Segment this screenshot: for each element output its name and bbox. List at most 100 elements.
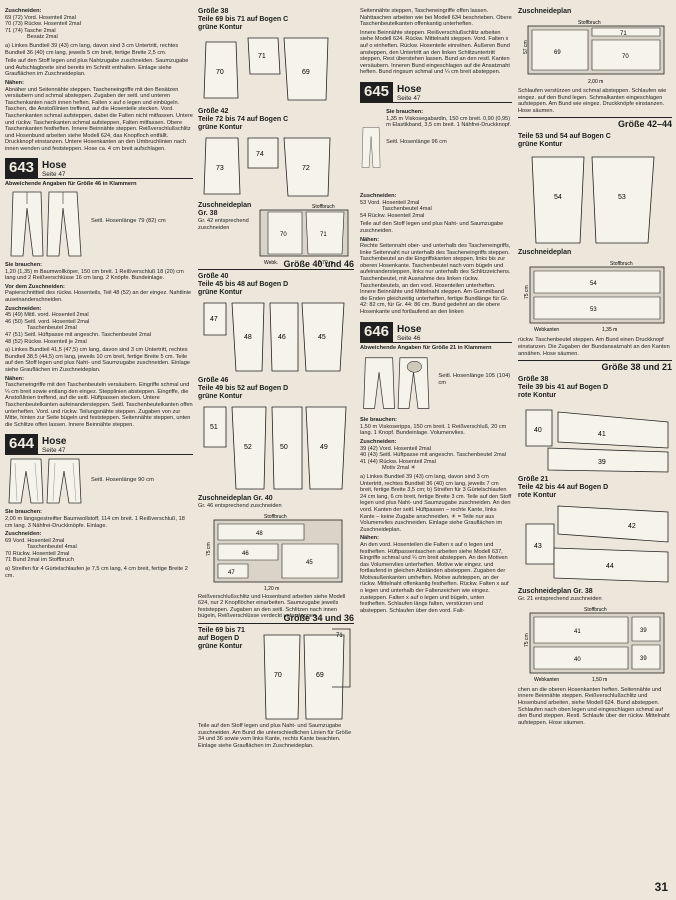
svg-text:53: 53 [590,307,597,313]
svg-text:46: 46 [242,551,249,557]
model-page: Seite 47 [42,447,66,455]
cut-line: 70 Rückw. Hosenteil 2mal [5,550,70,557]
pattern-pieces-40: 47 48 46 45 [203,302,345,372]
materials-text: 1,35 m Viskosegabardin, 150 cm breit. 0,… [386,115,512,129]
fold-label: Stoffbruch [264,514,287,520]
sie-brauchen-heading: Sie brauchen: [5,262,42,269]
svg-text:39: 39 [640,628,647,634]
fabric-width: 57 cm [523,40,529,54]
cutting-layout-diagram-645: Stoffbruch 54 53 75 cm Webkanten 1,35 m [524,261,665,333]
cutting-plan-note: Gr. 42 entsprechend zuschneiden [198,218,249,231]
cut-text: a) Linkes Bundteil 41,5 (47,5) cm lang, … [5,347,190,373]
svg-text:50: 50 [280,444,288,451]
fabric-width: 75 cm [206,542,212,556]
pattern-pieces-42: 73 74 72 [203,137,331,197]
fabric-width: 75 cm [524,286,530,300]
svg-text:45: 45 [306,560,313,566]
sie-brauchen-heading: Sie brauchen: [360,417,397,424]
trousers-sketch-icon [361,127,381,168]
svg-text:71: 71 [620,31,627,37]
pattern-pieces-34: Teile 69 bis 71 auf Bogen D grüne Kontur… [198,627,354,723]
fabric-length: 0,70 m [318,260,333,266]
model-number: 644 [5,434,39,455]
cut-line: 39 (42) Vord. Hosenteil 2mal [360,445,431,452]
pattern-pieces-38-646: 40 41 39 [525,409,669,473]
cut-line: Besatz 2mal [27,34,58,41]
sie-brauchen-heading: Sie brauchen: [386,108,424,115]
cut-line: 70 (73) Rückw. Hosenteil 2mal [5,21,81,28]
trouser-length: Seitl. Hosenlänge 90 cm [91,477,154,484]
fabric-length: 1,50 m [592,677,607,683]
svg-text:39: 39 [640,656,647,662]
cut-line: 53 Vord. Hosenteil 2mal [360,199,420,206]
cutting-plan-heading: Zuschneideplan Gr. 38 [198,202,252,217]
pattern-pieces-38: 70 71 69 [203,37,329,101]
model-646-sizes: Größe 38 und 21 [601,362,672,373]
trouser-length: Seitl. Hosenlänge 79 (82) cm [91,218,166,225]
cut-line: Taschenbeutel 2mal [27,325,77,332]
model-number: 646 [360,321,394,342]
cutting-plan-heading: Zuschneideplan Gr. 40 [198,495,273,502]
cut-line: 48 (52) Rückw. Hosenteil je 2mal [5,338,87,345]
svg-text:69: 69 [316,672,324,679]
sewing-text: Seitennähte steppen, Tascheneingriffe of… [360,8,512,28]
fold-label: Stoffbruch [610,261,633,267]
contour-heading: rote Kontur [518,392,557,400]
cutting-plan-heading: Zuschneideplan [518,8,572,15]
cutting-plan-note: Gr. 46 entsprechend zuschneiden [198,503,282,509]
sewing-text: rückw. Taschenbeutel steppen. Am Bund ei… [518,337,670,357]
column-1: Zuschneiden: 69 (72) Vord. Hosenteil 2ma… [5,8,193,581]
svg-text:45: 45 [318,334,326,341]
pieces-heading: Teile 39 bis 41 auf Bogen D [518,384,609,392]
cut-line: 47 (51) Seitl. Hüftpasse mit angeschn. T… [5,332,152,338]
zuschneiden-heading: Zuschneiden: [360,439,397,445]
trouser-length: Seitl. Hosenlänge 96 cm [386,138,447,145]
naehen-heading: Nähen: [360,535,379,542]
cut-list: 53 Vord. Hosenteil 2mal Taschenbeutel 4m… [360,200,512,220]
size-heading: Größe 38 [518,376,549,384]
svg-text:47: 47 [210,316,218,323]
selvage-label: Webkanten [534,677,559,683]
cut-text: Teile auf den Stoff legen und plus Naht-… [198,722,352,749]
pieces-heading: Teile 69 bis 71 auf Bogen D [198,626,245,642]
svg-text:54: 54 [554,194,562,201]
cutting-plan-38: Zuschneideplan Gr. 38 Gr. 42 entsprechen… [198,202,354,266]
cutting-plan-heading: Zuschneideplan [518,249,572,257]
svg-text:44: 44 [606,563,614,570]
cut-list: 69 Vord. Hosenteil 2mal Taschenbeutel 4m… [5,538,193,564]
cut-line: 40 (43) Seitl. Hüftpasse mit angeschn. T… [360,452,507,459]
cut-text: Teile auf den Stoff legen und plus Naht-… [360,221,504,234]
figure-644: Seitl. Hosenlänge 90 cm [5,457,193,507]
svg-text:41: 41 [574,629,581,635]
svg-text:41: 41 [598,431,606,438]
svg-text:46: 46 [278,334,286,341]
cut-line: 71 Bund 2mal im Stoffbruch [5,557,74,564]
pattern-pieces-diagram: 70 69 71 [263,628,351,720]
sewing-text: Abnäher und Seitennähte steppen. Taschen… [5,86,193,152]
cut-text: Teile auf den Stoff legen und plus Nahtz… [5,58,189,78]
abweichende-angaben: Abweichende Angaben für Größe 21 in Klam… [360,344,492,351]
zuschneiden-heading: Zuschneiden: [5,531,42,538]
cutting-plan-heading: Zuschneideplan Gr. 38 [518,588,593,596]
fabric-length: 1,20 m [264,586,279,592]
materials-block: Sie brauchen: 1,35 m Viskosegabardin, 15… [386,105,512,191]
page-number: 31 [654,880,668,894]
svg-text:72: 72 [302,165,310,172]
materials-text: 1,20 (1,35) m Baumwollköper, 150 cm brei… [5,268,184,282]
svg-text:40: 40 [574,657,581,663]
column-3: Seitennähte steppen, Tascheneingriffe of… [360,8,512,616]
cut-line: 69 Vord. Hosenteil 2mal [5,537,65,544]
cut-text: a) Streifen für 4 Gürtelschlaufen je 7,5… [5,566,188,579]
fold-label: Stoffbruch [312,204,335,210]
svg-text:47: 47 [228,570,235,576]
svg-text:69: 69 [554,50,561,56]
column-4: Zuschneideplan Stoffbruch 69 70 71 57 cm… [518,8,672,728]
cutting-layout-diagram: Stoffbruch 70 71 Webk. 0,70 m [259,204,349,266]
cutting-plan-note: Gr. 21 entsprechend zuschneiden [518,596,602,603]
divider [198,622,354,624]
sewing-text: Reißverschlußschlitz und Hosenbund arbei… [198,593,346,620]
materials-text: 1,50 m Viskoseripps, 150 cm breit. 1 Rei… [360,423,507,437]
model-name: Hose [397,323,422,335]
sewing-text: Rechte Seitennaht ober- und unterhalb de… [360,243,511,316]
